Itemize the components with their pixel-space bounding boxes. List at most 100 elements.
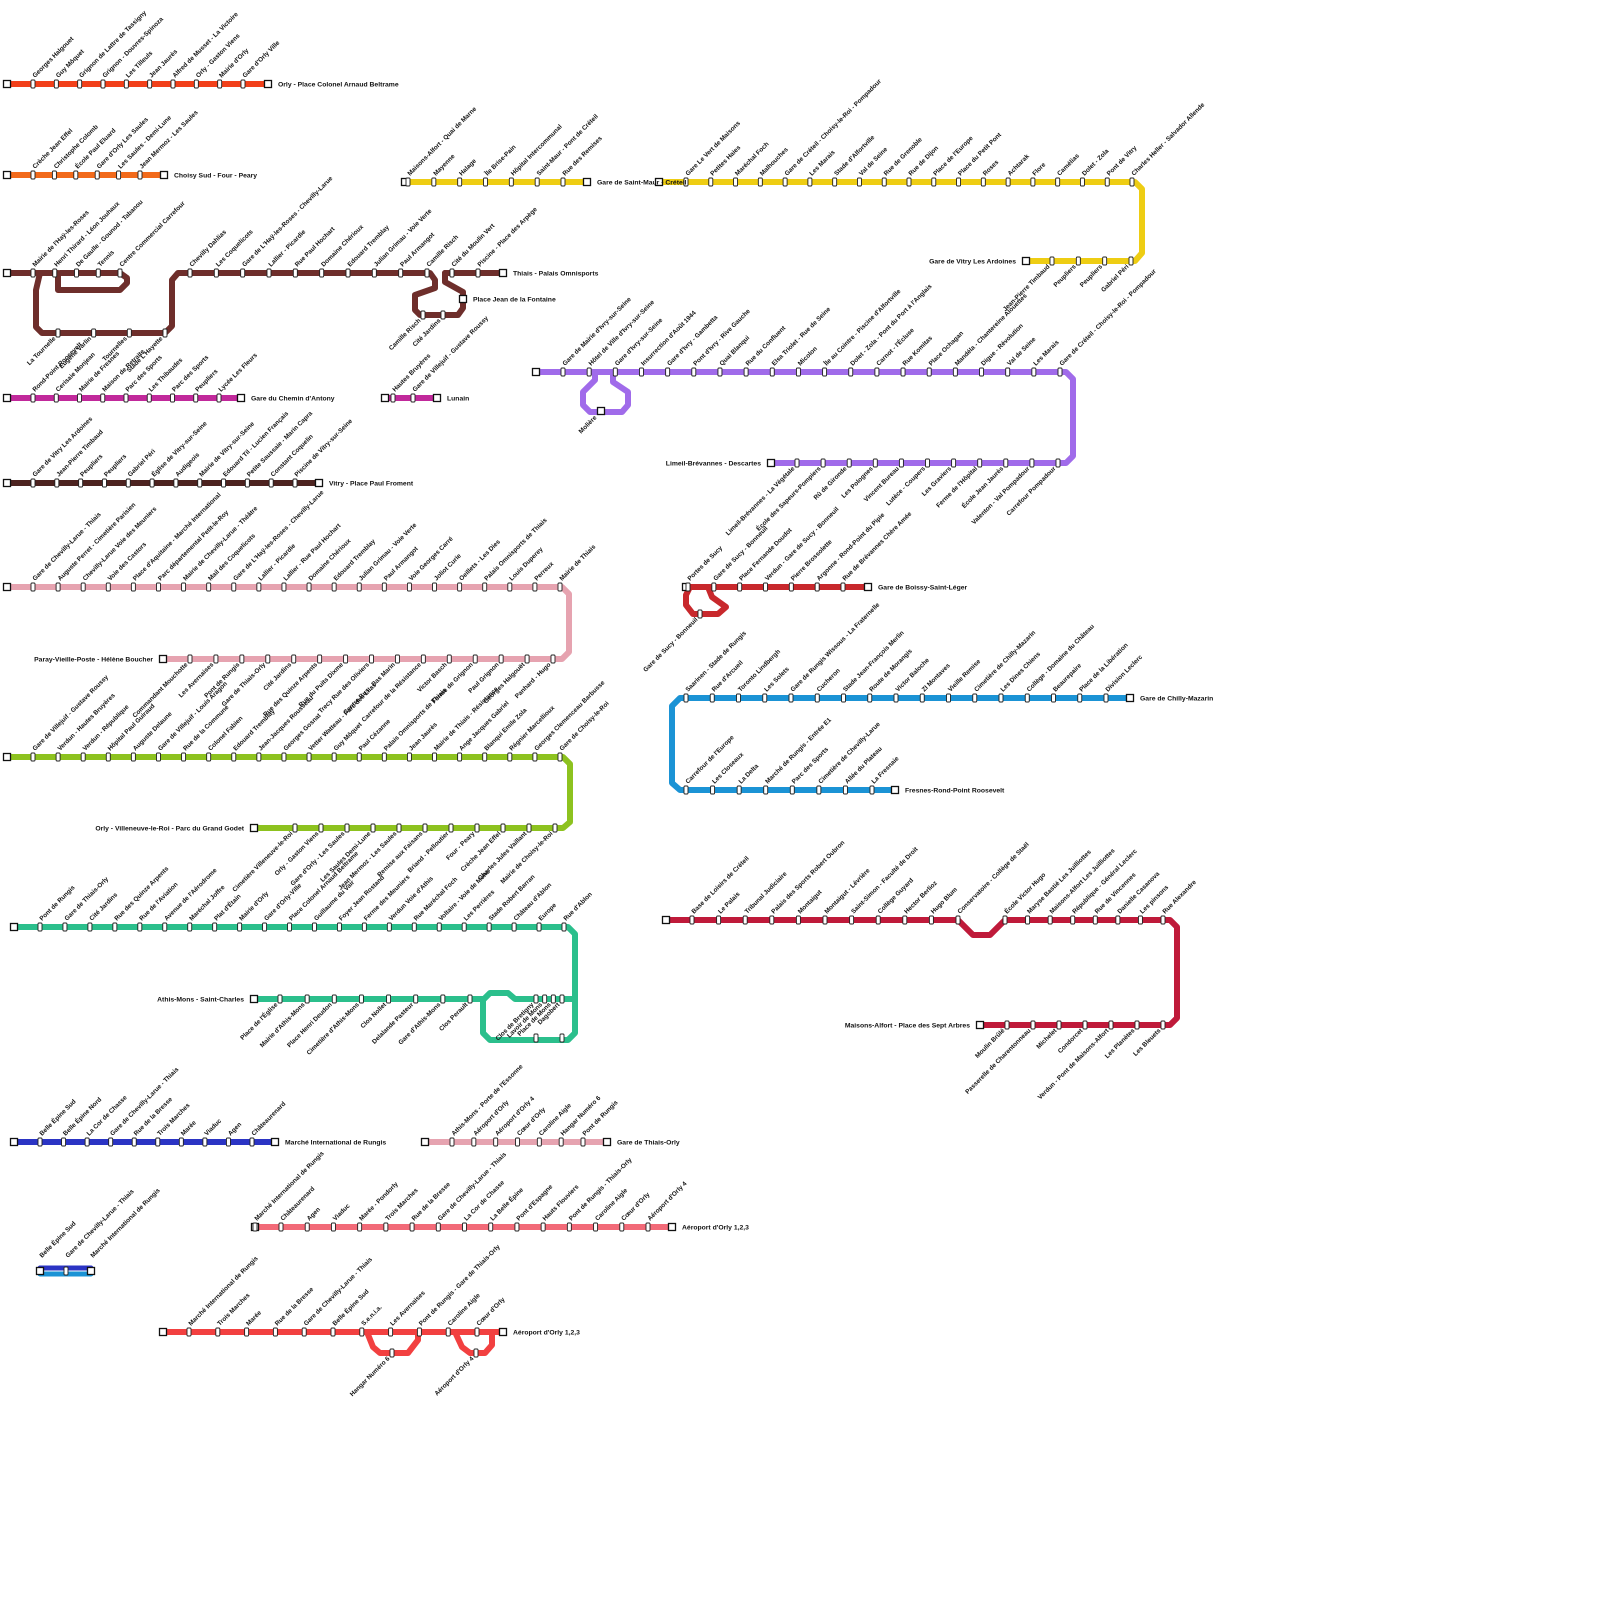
stop-label-jean-pierre-timbaud[interactable]: Jean-Pierre Timbaud: [1002, 263, 1052, 313]
stop-marker-les-tilleuls[interactable]: [123, 79, 129, 89]
stop-marker-limeil-brevannes-la-vegetale[interactable]: [794, 458, 800, 468]
terminus-marker-marche-international-de-rungis[interactable]: [270, 1137, 280, 1147]
stop-label-les-solets[interactable]: Les Solets: [763, 666, 791, 694]
stop-label-moliere[interactable]: Molière: [578, 414, 599, 435]
stop-marker-jean-jacques-rousseau[interactable]: [256, 752, 262, 762]
stop-label-charles-heller-salvador-allende[interactable]: Charles Heller - Salvador Allende: [1130, 101, 1206, 177]
stop-label-cucheron[interactable]: Cucheron: [816, 667, 842, 693]
stop-label-constant-coquelin[interactable]: Constant Coquelin: [270, 433, 315, 478]
stop-marker-belle-epine-nord[interactable]: [61, 1137, 67, 1147]
stop-marker-remise-aux-faisans[interactable]: [422, 823, 428, 833]
stop-marker-gare-de-l-hay-les-roses-chevilly-larue[interactable]: [231, 582, 237, 592]
stop-label-gare-de-thiais-orly[interactable]: Gare de Thiais-Orly: [63, 875, 110, 922]
stop-marker-gare-de-chevilly-larue-thiais[interactable]: [108, 1137, 114, 1147]
stop-label-europe[interactable]: Europe: [538, 902, 559, 923]
stop-marker-clos-de-bretigny[interactable]: [533, 994, 539, 1004]
stop-marker-pont-de-rungis-thiais-orly[interactable]: [566, 1222, 572, 1232]
stop-label-cimetiere-d-athis-mons[interactable]: Cimetière d'Athis-Mons: [306, 1001, 362, 1057]
terminus-marker-brown-thiais[interactable]: [2, 268, 12, 278]
stop-marker-paul-cezanne[interactable]: [356, 752, 362, 762]
terminus-label-choisy-sud-four-peary[interactable]: Choisy Sud - Four - Peary: [174, 173, 257, 180]
terminus-marker-purple-limeil[interactable]: [531, 367, 541, 377]
stop-marker-caroline-aigle[interactable]: [593, 1222, 599, 1232]
stop-marker-college-domaine-du-chateau[interactable]: [1024, 693, 1030, 703]
stop-marker-hopital-intercommunal[interactable]: [508, 177, 514, 187]
stop-label-stade-robert-barran[interactable]: Stade Robert Barran: [488, 873, 537, 922]
stop-marker-gare-de-creteil-choisy-le-roi-pompadour[interactable]: [1057, 367, 1063, 377]
stop-marker-viaduc[interactable]: [202, 1137, 208, 1147]
stop-marker-rue-d-ablon[interactable]: [561, 922, 567, 932]
stop-marker-micolon[interactable]: [795, 367, 801, 377]
stop-marker-le-palais[interactable]: [716, 915, 722, 925]
stop-label-aeroport-d-orly-4[interactable]: Aéroport d'Orly 4: [646, 1180, 688, 1222]
stop-marker-avenue-de-l-aerodrome[interactable]: [162, 922, 168, 932]
stop-marker-cite-jardins[interactable]: [440, 310, 446, 320]
stop-marker-cerisaie-monjean[interactable]: [53, 393, 59, 403]
stop-marker-val-de-seine[interactable]: [856, 177, 862, 187]
stop-marker-maree[interactable]: [244, 1327, 250, 1337]
stop-marker-parc-des-sports[interactable]: [170, 393, 175, 403]
stop-marker-verdun-gare-de-sucy-bonneuil[interactable]: [763, 582, 768, 592]
stop-marker-parc-des-sports[interactable]: [123, 393, 129, 403]
stop-marker-hangar-numero-6[interactable]: [389, 1348, 395, 1358]
terminus-marker-limeil-brevannes-descartes[interactable]: [766, 458, 776, 468]
stop-marker-les-polognes[interactable]: [872, 458, 878, 468]
stop-marker-parc-des-sports[interactable]: [789, 785, 795, 795]
stop-marker-les-thibaudes[interactable]: [146, 393, 152, 403]
stop-marker-pont-de-rungis[interactable]: [37, 922, 43, 932]
stop-marker-plat-d-etain[interactable]: [212, 922, 218, 932]
stop-marker-clos-perault[interactable]: [467, 994, 473, 1004]
stop-label-viaduc[interactable]: Viaduc: [332, 1202, 352, 1222]
stop-marker-rond-point-roosevelt[interactable]: [30, 393, 36, 403]
stop-marker-condorcet[interactable]: [1082, 1020, 1088, 1030]
stop-marker-lallier-picardie[interactable]: [256, 582, 262, 592]
stop-marker-ferme-de-l-hopital[interactable]: [977, 458, 983, 468]
stop-marker-dagobert[interactable]: [533, 1033, 539, 1043]
stop-marker-chevilly-dahlias[interactable]: [187, 268, 193, 278]
terminus-label-gare-de-chilly-mazarin[interactable]: Gare de Chilly-Mazarin: [1140, 696, 1213, 703]
stop-marker-rue-de-la-bresse[interactable]: [131, 1137, 137, 1147]
stop-marker-rue-de-l-aviation[interactable]: [137, 922, 143, 932]
stop-marker-place-de-l-europe[interactable]: [931, 177, 937, 187]
stop-marker-peupliers[interactable]: [102, 478, 107, 488]
stop-label-oeillets-les-dies[interactable]: Oeillets - Les Dies: [458, 538, 502, 582]
terminus-marker-teal-athis[interactable]: [9, 922, 19, 932]
stop-marker-agen[interactable]: [225, 1137, 231, 1147]
stop-label-hangar-numero-6[interactable]: Hangar Numéro 6: [560, 1094, 603, 1137]
stop-marker-mairie-de-thiais[interactable]: [557, 582, 563, 592]
stop-marker-rue-des-quinze-arpents[interactable]: [112, 922, 118, 932]
stop-marker-place-de-la-liberation[interactable]: [1077, 693, 1083, 703]
stop-label-c-ur-d-orly[interactable]: Cœur d'Orly: [475, 1296, 506, 1327]
stop-marker-creche-jean-effel[interactable]: [500, 823, 506, 833]
stop-marker-gare-d-orly-les-saules[interactable]: [344, 823, 350, 833]
stop-marker-palais-omnisports-de-thiais[interactable]: [482, 582, 488, 592]
stop-marker-mail-des-coquelicots[interactable]: [206, 582, 212, 592]
stop-marker-perreux[interactable]: [532, 582, 538, 592]
stop-marker-camelias[interactable]: [1055, 177, 1061, 187]
stop-label-halage[interactable]: Halage: [458, 157, 478, 177]
stop-marker-vetter-watteau-parc-des-lilas[interactable]: [306, 752, 312, 762]
stop-marker-gare-d-orly-ville[interactable]: [262, 922, 268, 932]
stop-marker-trois-marches[interactable]: [155, 1137, 161, 1147]
stop-marker-carrefour-pompadour[interactable]: [1055, 458, 1061, 468]
stop-marker-jean-pierre-timbaud[interactable]: [1049, 256, 1055, 266]
stop-marker-petite-saussaie-marin-capra[interactable]: [244, 478, 250, 488]
stop-marker-jean-jaures[interactable]: [147, 79, 153, 89]
stop-marker-jean-jaures[interactable]: [406, 752, 412, 762]
stop-marker-caroline-aigle[interactable]: [536, 1137, 542, 1147]
stop-label-les-marais[interactable]: Les Marais: [1032, 339, 1061, 368]
stop-marker-gare-d-orly-les-saules[interactable]: [94, 170, 100, 180]
stop-marker-pont-d-ivry-rive-gauche[interactable]: [691, 367, 697, 377]
stop-marker-passerelle-de-charentonneau[interactable]: [1030, 1020, 1036, 1030]
stop-marker-gabriel-peri[interactable]: [1128, 256, 1134, 266]
terminus-marker-tomato-orly[interactable]: [158, 1327, 168, 1337]
stop-marker-agen[interactable]: [304, 1222, 310, 1232]
stop-marker-stade-robert-barran[interactable]: [486, 922, 492, 932]
stop-marker-mairie-de-choisy-le-roi[interactable]: [552, 823, 558, 833]
terminus-label-maisons-alfort-place-des-sept-arbres[interactable]: Maisons-Alfort - Place des Sept Arbres: [845, 1023, 970, 1030]
stop-marker-centre-bus-bas-marin[interactable]: [394, 654, 400, 664]
stop-marker-mairie-de-chevilly-larue-theatre[interactable]: [181, 582, 187, 592]
stop-marker-gare-de-mairie-d-ivry-sur-seine[interactable]: [560, 367, 566, 377]
stop-marker-edouard-tremblay[interactable]: [345, 268, 351, 278]
stop-marker-rue-du-confluent[interactable]: [743, 367, 749, 377]
